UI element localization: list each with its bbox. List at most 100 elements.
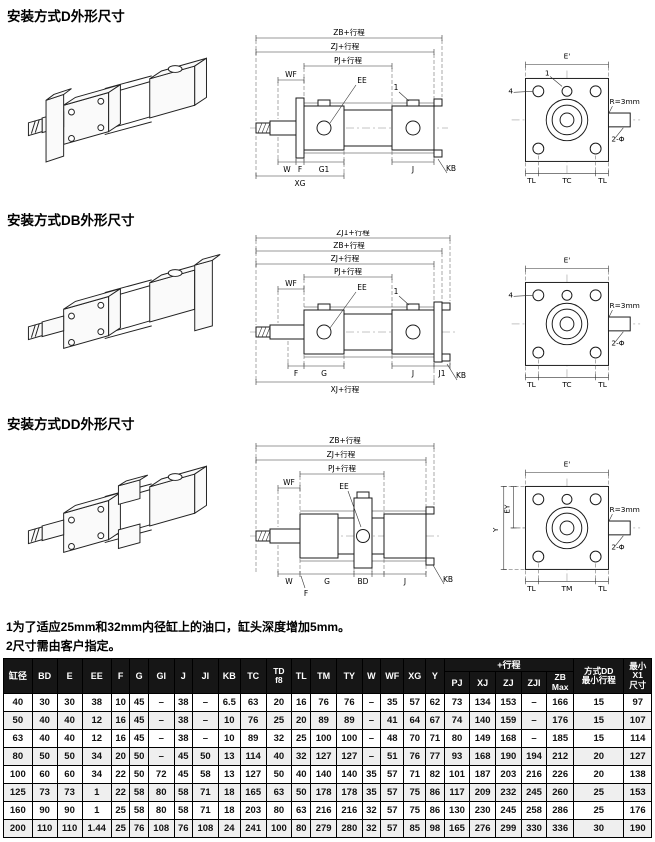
catalog-page: 安装方式D外形尺寸	[0, 5, 655, 839]
value-cell: 80	[265, 801, 293, 821]
extension-lines	[255, 448, 435, 573]
value-cell: 279	[310, 819, 337, 839]
value-cell: 72	[147, 765, 175, 785]
value-cell: 190	[623, 819, 652, 839]
value-cell: 16	[110, 711, 131, 731]
value-cell: 127	[623, 747, 652, 767]
dim-label-zj: ZJ+行程	[331, 41, 360, 51]
col-header-zji: ZJI	[520, 671, 548, 695]
value-cell: 203	[495, 765, 522, 785]
value-cell: 50	[129, 765, 149, 785]
value-cell: 30	[573, 819, 625, 839]
bore-cell: 40	[3, 693, 33, 713]
value-cell: 77	[425, 747, 445, 767]
trunnion-blocks-3d	[117, 474, 149, 550]
col-header-xj: XJ	[469, 671, 497, 695]
note-1-marker: 1	[394, 83, 399, 92]
value-cell: 35	[361, 765, 382, 785]
dimension-lines	[255, 235, 458, 385]
value-cell: 18	[217, 801, 241, 821]
value-cell: 176	[546, 711, 575, 731]
dim-label-tl2: TL	[597, 584, 608, 593]
bore-cell: 200	[3, 819, 33, 839]
value-cell: 176	[623, 801, 652, 821]
value-cell: 76	[173, 819, 194, 839]
col-header-wf: WF	[380, 657, 405, 695]
dim-label-kb: KB	[446, 164, 456, 173]
value-cell: 38	[173, 711, 194, 731]
note-line-2: 2尺寸需由客户指定。	[6, 639, 121, 653]
value-cell: 40	[31, 711, 58, 731]
value-cell: 82	[425, 765, 445, 785]
col-header-x1-line2: X1	[632, 670, 643, 681]
dim-label-w: W	[283, 165, 291, 174]
value-cell: 64	[403, 711, 427, 731]
value-cell: 71	[403, 765, 427, 785]
value-cell: 178	[335, 783, 363, 803]
col-header-dd-line2: 最小行程	[581, 675, 616, 686]
value-cell: 1	[81, 783, 112, 803]
value-cell: 45	[173, 765, 194, 785]
value-cell: 58	[192, 765, 219, 785]
value-cell: 76	[129, 819, 149, 839]
value-cell: 45	[129, 693, 149, 713]
bore-cell: 80	[3, 747, 33, 767]
dim-label-e: E'	[564, 256, 571, 265]
value-cell: 32	[361, 801, 382, 821]
value-cell: 13	[217, 747, 241, 767]
value-cell: 60	[56, 765, 83, 785]
end-view-dd: E' EY Y R=3mm 2-Φ TL TM TL	[491, 460, 641, 593]
value-cell: 140	[310, 765, 337, 785]
value-cell: 1	[81, 801, 112, 821]
value-cell: 280	[335, 819, 363, 839]
value-cell: 89	[239, 729, 267, 749]
value-cell: 25	[110, 819, 131, 839]
value-cell: 40	[56, 729, 83, 749]
col-header-ty: TY	[335, 657, 363, 695]
value-cell: 63	[265, 783, 293, 803]
value-cell: 127	[310, 747, 337, 767]
dim-label-g: G	[321, 369, 327, 378]
dim-label-ee: EE	[357, 76, 367, 85]
dim-label-pj: PJ+行程	[328, 463, 357, 473]
end-view-d: E' 1 R=3mm 2-Φ 4 TL TC TL	[508, 52, 641, 185]
col-header-zb-max: ZB Max	[546, 671, 575, 695]
dim-label-j1: J1	[438, 369, 446, 378]
value-cell: 50	[265, 765, 293, 785]
table-header: 缸径 BD E EE F G GI J JI KB TC TD f8 TL TM…	[3, 657, 652, 695]
value-cell: 70	[403, 729, 427, 749]
value-cell: 35	[361, 783, 382, 803]
value-cell: 73	[31, 783, 58, 803]
value-cell: 149	[469, 729, 497, 749]
value-cell: 71	[425, 729, 445, 749]
drawings-row-dd: ZB+行程 ZJ+行程 PJ+行程 WF EE W F G BD J KB	[0, 434, 655, 612]
value-cell: 16	[110, 729, 131, 749]
dim-label-wf: WF	[285, 70, 297, 79]
value-cell: 18	[217, 783, 241, 803]
value-cell: –	[361, 729, 382, 749]
value-cell: 57	[380, 783, 405, 803]
isometric-cylinder-db	[27, 253, 221, 349]
note-1-marker: 1	[394, 287, 399, 296]
value-cell: 20	[291, 711, 312, 731]
value-cell: 38	[81, 693, 112, 713]
value-cell: 25	[291, 729, 312, 749]
value-cell: 216	[335, 801, 363, 821]
value-cell: –	[192, 693, 219, 713]
value-cell: –	[361, 711, 382, 731]
value-cell: 86	[425, 801, 445, 821]
value-cell: 57	[403, 693, 427, 713]
dim-label-g1: G1	[319, 165, 330, 174]
value-cell: 40	[265, 747, 293, 767]
value-cell: 48	[380, 729, 405, 749]
bore-cell: 160	[3, 801, 33, 821]
value-cell: 168	[469, 747, 497, 767]
value-cell: 67	[425, 711, 445, 731]
dim-label-xj: XJ+行程	[331, 384, 360, 394]
dim-label-f: F	[298, 165, 302, 174]
value-cell: 100	[310, 729, 337, 749]
value-cell: 110	[31, 819, 58, 839]
value-cell: –	[361, 747, 382, 767]
